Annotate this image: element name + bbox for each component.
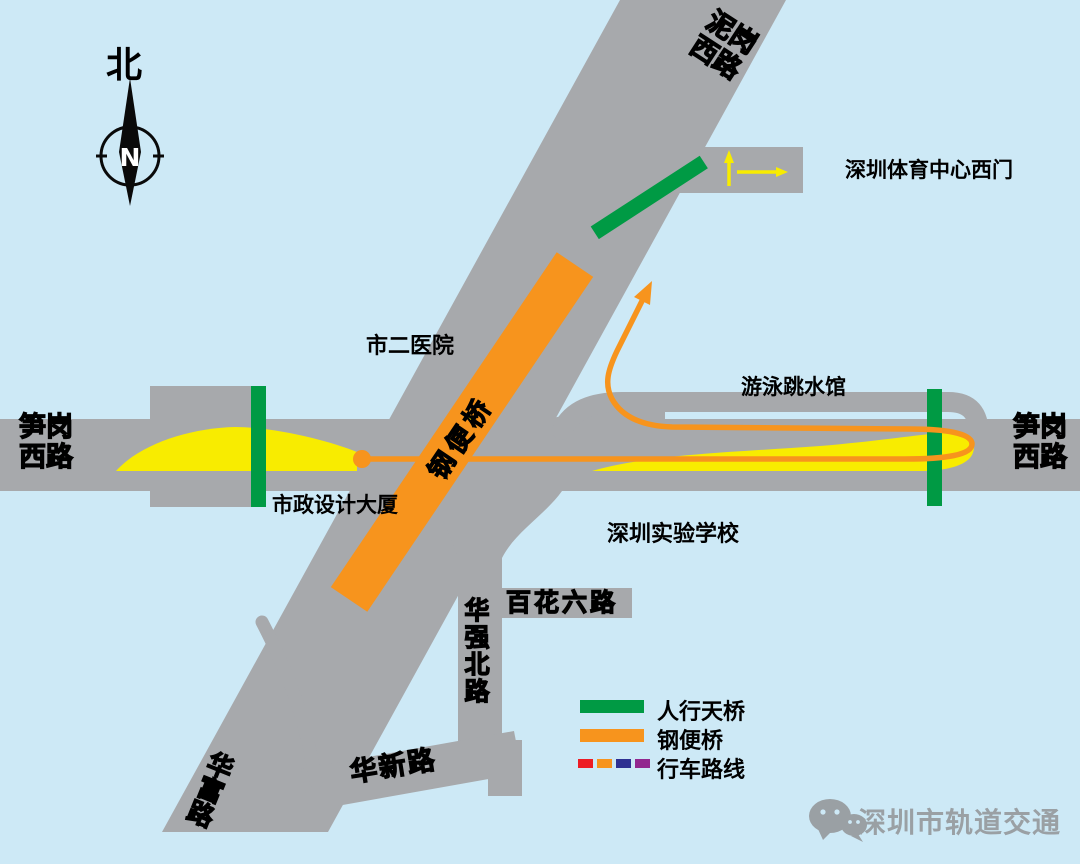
legend-route-dash-2 bbox=[597, 759, 612, 768]
legend-label-route: 行车路线 bbox=[657, 758, 746, 783]
road-stadium-entrance bbox=[678, 147, 803, 193]
route-start-dot bbox=[353, 450, 371, 468]
road-huaxin bbox=[301, 731, 522, 811]
landmark-stadium-gate: 深圳体育中心西门 bbox=[845, 158, 1013, 182]
landmark-natatorium: 游泳跳水馆 bbox=[741, 375, 846, 399]
legend-label-footbridge: 人行天桥 bbox=[657, 700, 746, 725]
road-service-loop bbox=[552, 392, 989, 474]
legend-footbridge-swatch bbox=[580, 700, 644, 713]
route-arrow-icon bbox=[634, 281, 652, 305]
road-connector bbox=[255, 615, 323, 789]
road-label-sungang-xilu-right: 笋岗 西路 bbox=[1012, 412, 1067, 474]
compass-letter: N bbox=[119, 143, 141, 172]
stadium-gate-arrow-right-icon bbox=[776, 167, 788, 177]
legend-route-dash-1 bbox=[578, 759, 593, 768]
legend-steel-bridge-swatch bbox=[580, 729, 644, 742]
road-huaqiang-north bbox=[430, 491, 562, 770]
lane-area-left bbox=[116, 427, 357, 471]
watermark-text: 深圳市轨道交通 bbox=[858, 806, 1062, 839]
steel-bridge bbox=[330, 252, 594, 612]
stadium-gate-guide-line bbox=[727, 160, 778, 186]
road-label-huaqiang-beilu: 华强北路 bbox=[460, 596, 490, 705]
legend-route-dash-4 bbox=[635, 759, 650, 768]
landmark-design-building: 市政设计大厦 bbox=[272, 493, 398, 517]
road-label-sungang-xilu-left: 笋岗 西路 bbox=[18, 412, 73, 474]
road-label-baihua-liulu: 百花六路 bbox=[505, 588, 619, 617]
wechat-icon bbox=[809, 799, 867, 842]
footbridge-right bbox=[927, 389, 942, 506]
compass-needle-icon bbox=[119, 78, 141, 206]
road-baihua-six bbox=[500, 588, 632, 618]
legend-route-dash-3 bbox=[616, 759, 631, 768]
footbridge-north bbox=[590, 155, 708, 240]
landmark-school: 深圳实验学校 bbox=[607, 522, 740, 547]
landmark-hospital: 市二医院 bbox=[366, 334, 455, 359]
road-huaxin-stub bbox=[488, 740, 522, 796]
legend-label-steel-bridge: 钢便桥 bbox=[657, 729, 724, 754]
footbridge-left bbox=[251, 386, 266, 507]
north-label: 北 bbox=[106, 45, 143, 86]
stadium-gate-arrow-up-icon bbox=[724, 150, 734, 163]
route-line bbox=[359, 290, 975, 462]
